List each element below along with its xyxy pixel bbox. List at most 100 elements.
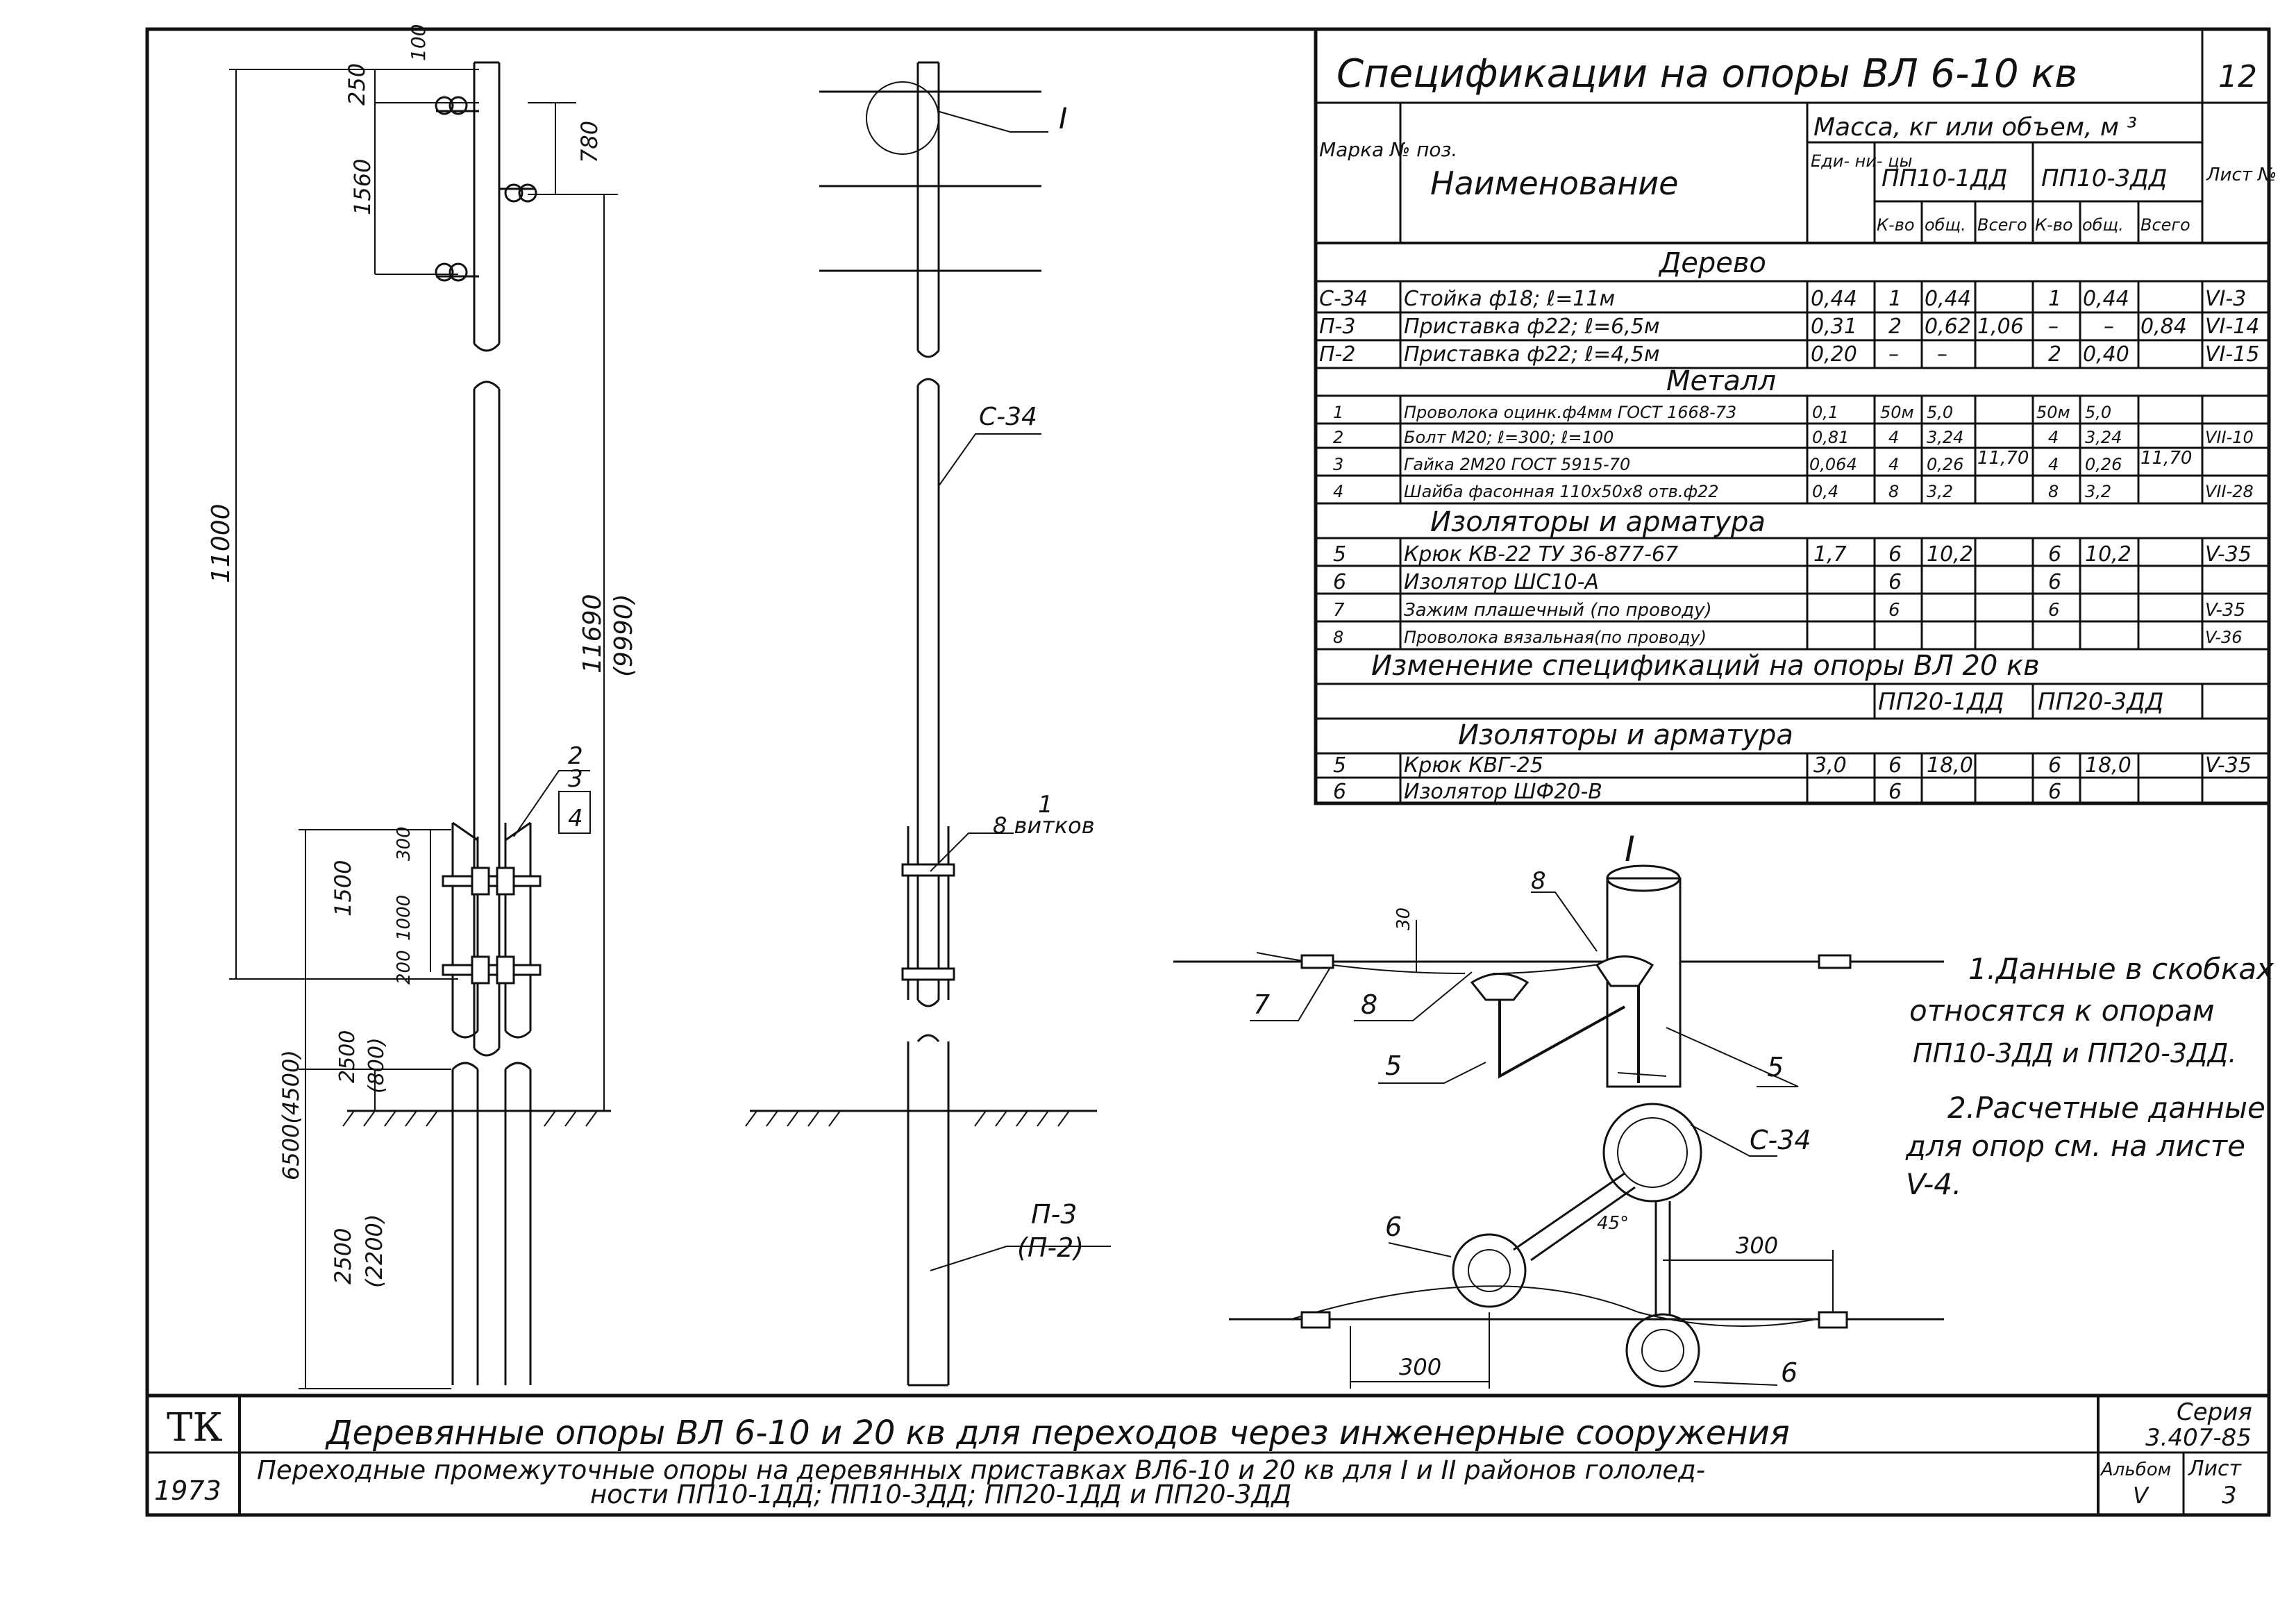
cell-name: Проволока оцинк.ф4мм ГОСТ 1668-73	[1404, 403, 1736, 422]
metal-row: 2 Болт М20; ℓ=300; ℓ=100 0,81 4 3,24 4 3…	[1333, 428, 2254, 447]
wood-row: С-34 Стойка ф18; ℓ=11м 0,44 1 0,44 1 0,4…	[1319, 287, 2246, 311]
cell-q1: 50м	[1880, 403, 1914, 422]
cell-name: Стойка ф18; ℓ=11м	[1404, 287, 1615, 311]
note-2-line-3: V-4.	[1906, 1167, 1961, 1201]
spec-title: Спецификации на опоры ВЛ 6-10 кв	[1336, 51, 2077, 97]
cell-q1: –	[1888, 342, 1899, 367]
detail-5-b: 5	[1767, 1052, 1784, 1082]
sec-ins2: Изоляторы и арматура	[1458, 719, 1793, 751]
col-pp3: ПП10-3ДД	[2041, 165, 2167, 192]
detail-title: I	[1625, 829, 1635, 869]
cell-q1: 2	[1888, 315, 1902, 339]
col-pp20-3: ПП20-3ДД	[2038, 688, 2163, 716]
dim-9990: (9990)	[610, 594, 638, 677]
label-8-turns: 8 витков	[993, 812, 1095, 839]
cell-q3: 6	[2048, 542, 2061, 567]
sub-all-3: Всего	[2140, 215, 2190, 235]
col-pp20-1: ПП20-1ДД	[1878, 688, 2004, 716]
cell-unit: 0,81	[1812, 428, 1849, 447]
label-p2: (П-2)	[1017, 1232, 1084, 1263]
cell-mark: 4	[1333, 482, 1343, 501]
cell-t3: 0,40	[2083, 342, 2129, 367]
sheet-subtitle-line-1: Переходные промежуточные опоры на деревя…	[257, 1455, 1705, 1485]
ins-row: 7 Зажим плашечный (по проводу) 6 6 V-35	[1333, 600, 2245, 621]
col-name: Наименование	[1430, 165, 1678, 202]
dim-1500: 1500	[330, 860, 356, 916]
note-2-line-1: 2.Расчетные данные	[1947, 1091, 2265, 1125]
sheet-subtitle-line-2: ности ПП10-1ДД; ПП10-3ДД; ПП20-1ДД и ПП2…	[590, 1480, 1291, 1509]
cell-t3: 3,2	[2085, 482, 2111, 501]
sec-ins: Изоляторы и арматура	[1430, 506, 1766, 538]
cell-q1: 6	[1888, 753, 1902, 778]
ins-row: 5 Крюк КВ-22 ТУ 36-877-67 1,7 6 10,2 6 1…	[1333, 542, 2252, 567]
sec-change: Изменение спецификаций на опоры ВЛ 20 кв	[1371, 650, 2040, 682]
cell-q3: 2	[2048, 342, 2061, 367]
cell-mark: П-2	[1319, 342, 1355, 367]
cell-t3: 18,0	[2085, 753, 2131, 778]
note-2-line-2: для опор см. на листе	[1905, 1129, 2245, 1163]
note-1-line-1: 1.Данные в скобках	[1968, 952, 2274, 986]
ins2-row: 5 Крюк КВГ-25 3,0 6 18,0 6 18,0 V-35	[1333, 753, 2252, 778]
cell-name: Крюк КВ-22 ТУ 36-877-67	[1404, 542, 1678, 567]
cell-q1: 6	[1888, 570, 1902, 594]
detail-45: 45°	[1597, 1213, 1629, 1234]
metal-row: 3 Гайка 2М20 ГОСТ 5915-70 0,064 4 0,26 4…	[1333, 455, 2122, 474]
cell-q1: 6	[1888, 780, 1902, 804]
org-code: ТК	[167, 1405, 223, 1450]
cell-sheet: VII-10	[2205, 428, 2254, 447]
sub-qty-1: К-во	[1877, 215, 1915, 235]
dim-200: 200	[394, 950, 414, 985]
ins2-row: 6 Изолятор ШФ20-В 6 6	[1333, 780, 2061, 804]
dim-100: 100	[407, 24, 430, 61]
callout-2: 2	[568, 742, 583, 770]
cell-unit: 0,20	[1811, 342, 1857, 367]
spec-table-text: Спецификации на опоры ВЛ 6-10 кв 12 Марк…	[1319, 51, 2277, 804]
cell-t3: 10,2	[2085, 542, 2131, 567]
cell-unit: 0,1	[1812, 403, 1838, 422]
metal-row: 4 Шайба фасонная 110х50х8 отв.ф22 0,4 8 …	[1333, 482, 2254, 501]
cell-q3: 1	[2048, 287, 2061, 311]
cell-sheet: VII-28	[2205, 482, 2254, 501]
sheet-title: Деревянные опоры ВЛ 6-10 и 20 кв для пер…	[325, 1414, 1790, 1453]
detail-7: 7	[1253, 989, 1270, 1020]
dim-800: (800)	[364, 1037, 389, 1094]
detail-30: 30	[1393, 907, 1414, 930]
cell-q3: 6	[2048, 600, 2060, 621]
cell-t1: –	[1937, 342, 1947, 367]
dim-2500-a: 2500	[335, 1030, 360, 1083]
label-1: 1	[1038, 791, 1053, 819]
ins-row: 8 Проволока вязальная(по проводу) V-36	[1333, 628, 2243, 647]
cell-sheet: V-36	[2205, 628, 2243, 647]
detail-6-a: 6	[1385, 1212, 1402, 1242]
sheet-number: 3	[2222, 1482, 2237, 1509]
label-p3: П-3	[1031, 1199, 1077, 1230]
metal-all-3: 11,70	[2140, 448, 2192, 469]
cell-unit: 1,7	[1813, 542, 1847, 567]
cell-mark: 6	[1333, 780, 1346, 804]
cell-q3: 6	[2048, 753, 2061, 778]
cell-mark: 5	[1333, 542, 1346, 567]
cell-name: Приставка ф22; ℓ=6,5м	[1404, 315, 1660, 339]
sub-total-3: общ.	[2082, 215, 2124, 235]
detail-300-a: 300	[1736, 1232, 1778, 1259]
dim-2200: (2200)	[361, 1214, 387, 1288]
cell-unit: 0,4	[1812, 482, 1838, 501]
drawing-labels: 100 250 1560 780 11000 11690 (9990) 1500…	[154, 24, 2274, 1509]
cell-name: Крюк КВГ-25	[1404, 753, 1543, 778]
sub-qty-3: К-во	[2035, 215, 2073, 235]
cell-mark: 8	[1333, 628, 1343, 647]
cell-sheet: V-35	[2205, 542, 2252, 567]
sec-metal: Металл	[1666, 365, 1776, 397]
label-I: I	[1059, 101, 1067, 135]
cell-sheet: VI-3	[2205, 287, 2246, 311]
cell-t1: 5,0	[1927, 403, 1953, 422]
album-number: V	[2133, 1482, 2150, 1509]
detail-8-b: 8	[1361, 989, 1377, 1020]
pole-elevation-left	[229, 61, 618, 1389]
cell-name: Гайка 2М20 ГОСТ 5915-70	[1404, 455, 1630, 474]
metal-row: 1 Проволока оцинк.ф4мм ГОСТ 1668-73 0,1 …	[1333, 403, 2111, 422]
cell-t1: 0,62	[1925, 315, 1971, 339]
cell-q1: 6	[1888, 600, 1900, 621]
cell-t1: 10,2	[1927, 542, 1973, 567]
detail-5-a: 5	[1385, 1050, 1402, 1081]
